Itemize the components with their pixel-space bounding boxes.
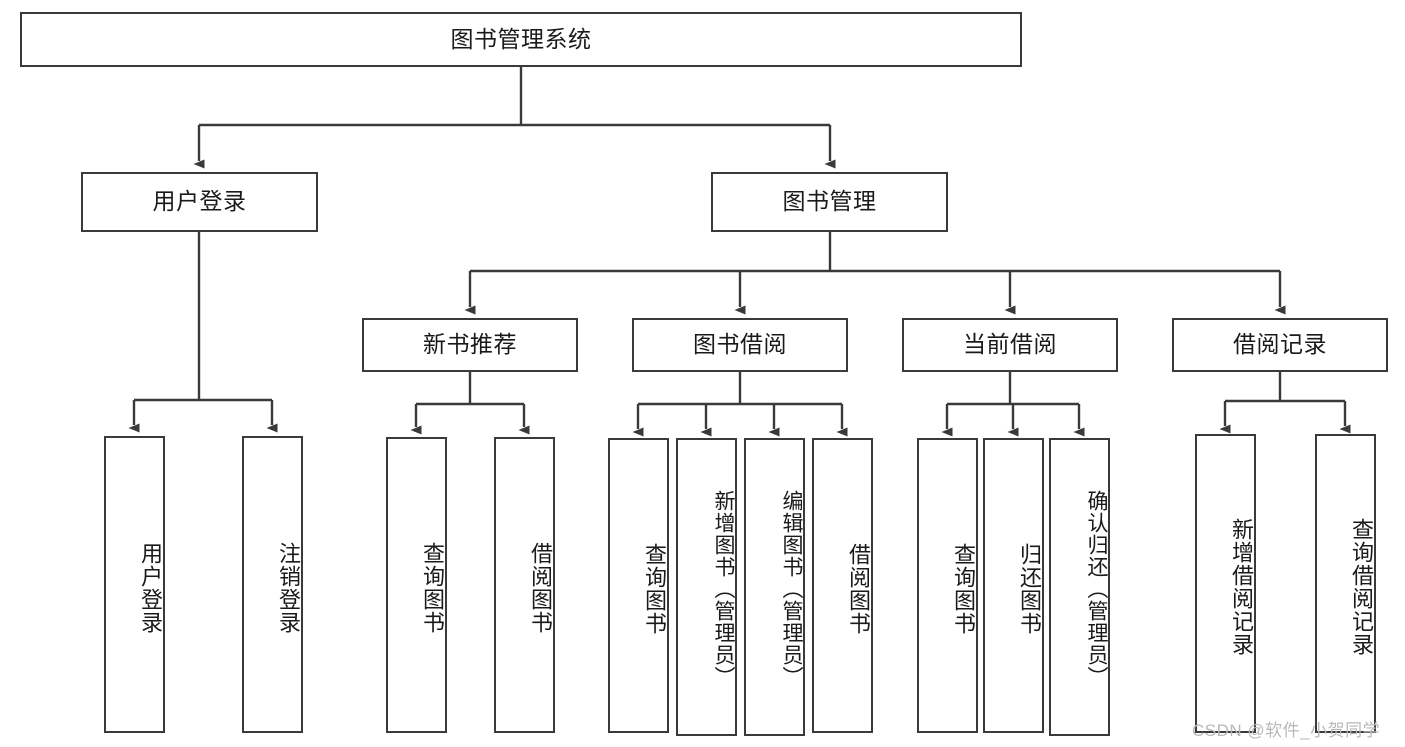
node-label: 用户登录: [138, 541, 163, 634]
node-leaf-query-book-current[interactable]: 查询图书: [917, 438, 978, 733]
node-leaf-add-borrow-record[interactable]: 新增借阅记录: [1195, 434, 1256, 733]
node-leaf-query-book-recommend[interactable]: 查询图书: [386, 437, 447, 733]
node-leaf-confirm-return[interactable]: 确认归还（管理员）: [1049, 438, 1110, 736]
node-leaf-user-login[interactable]: 用户登录: [104, 436, 165, 733]
node-label: 归还图书: [1017, 542, 1042, 635]
node-label: 新增图书（管理员）: [712, 489, 735, 688]
node-label: 用户登录: [152, 188, 247, 215]
node-borrow-record[interactable]: 借阅记录: [1172, 318, 1388, 372]
node-label: 图书借阅: [693, 331, 787, 358]
node-leaf-borrow-book[interactable]: 借阅图书: [812, 438, 873, 733]
node-label: 新增借阅记录: [1229, 517, 1254, 656]
node-leaf-borrow-book-recommend[interactable]: 借阅图书: [494, 437, 555, 733]
node-root-book-management-system[interactable]: 图书管理系统: [20, 12, 1022, 67]
node-leaf-edit-book[interactable]: 编辑图书（管理员）: [744, 438, 805, 736]
node-leaf-return-book[interactable]: 归还图书: [983, 438, 1044, 733]
node-leaf-add-book[interactable]: 新增图书（管理员）: [676, 438, 737, 736]
csdn-watermark: CSDN @软件_小贺同学: [1192, 721, 1381, 740]
node-book-borrow[interactable]: 图书借阅: [632, 318, 848, 372]
node-leaf-logout[interactable]: 注销登录: [242, 436, 303, 733]
node-current-borrow[interactable]: 当前借阅: [902, 318, 1118, 372]
node-label: 编辑图书（管理员）: [780, 489, 803, 688]
node-label: 新书推荐: [423, 331, 517, 358]
node-label: 查询图书: [642, 542, 667, 635]
node-label: 当前借阅: [963, 331, 1057, 358]
node-user-login[interactable]: 用户登录: [81, 172, 318, 232]
node-label: 确认归还（管理员）: [1085, 489, 1108, 688]
node-leaf-query-book-borrow[interactable]: 查询图书: [608, 438, 669, 733]
node-new-book-recommend[interactable]: 新书推荐: [362, 318, 578, 372]
node-label: 查询借阅记录: [1349, 517, 1374, 656]
node-label: 图书管理系统: [450, 25, 592, 52]
node-label: 查询图书: [420, 542, 445, 634]
node-label: 图书管理: [782, 188, 877, 215]
node-book-management[interactable]: 图书管理: [711, 172, 948, 232]
node-label: 借阅图书: [528, 542, 553, 634]
node-label: 注销登录: [276, 541, 301, 634]
node-label: 查询图书: [951, 542, 976, 635]
node-leaf-query-borrow-record[interactable]: 查询借阅记录: [1315, 434, 1376, 733]
node-label: 借阅图书: [846, 542, 871, 635]
node-label: 借阅记录: [1233, 331, 1327, 358]
